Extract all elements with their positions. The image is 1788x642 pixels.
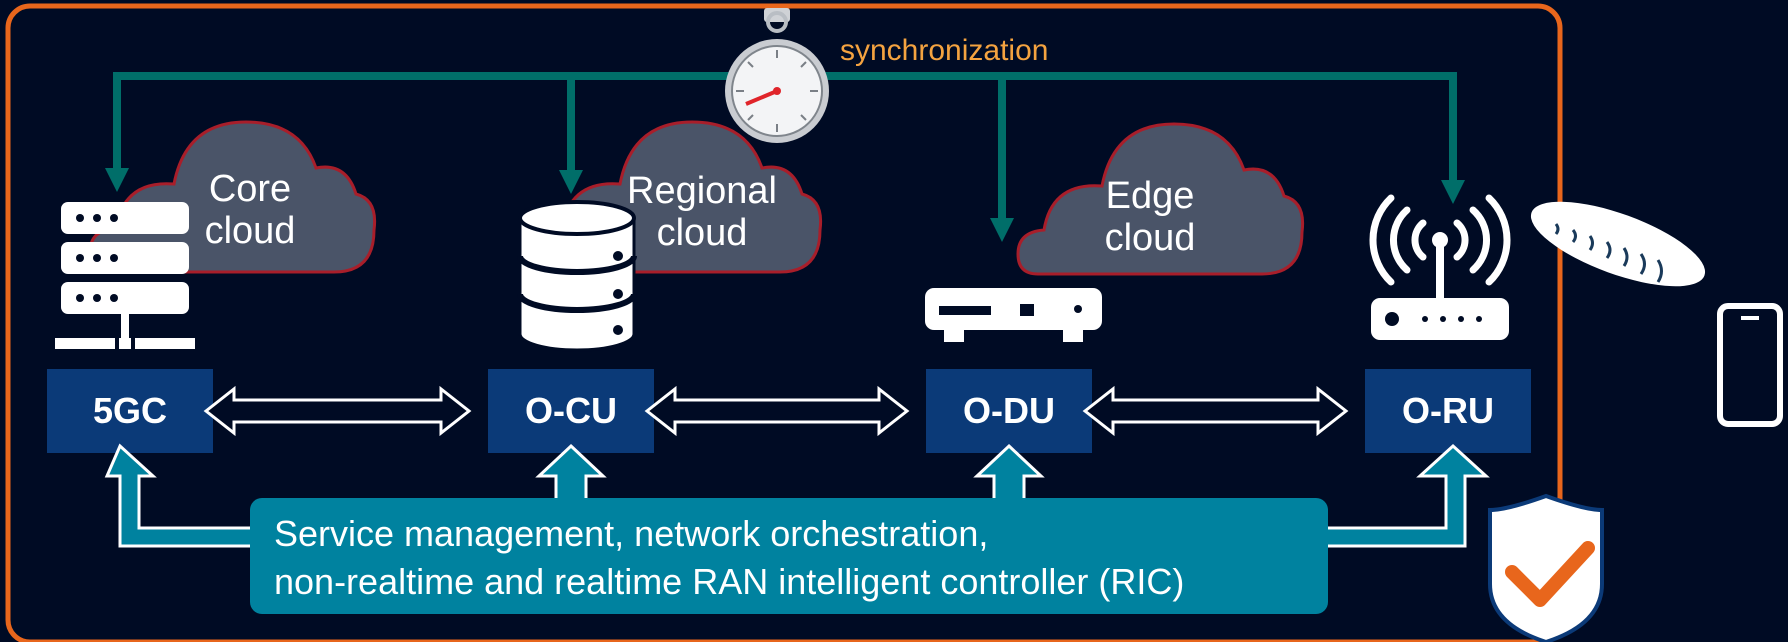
server-rack-icon: [55, 202, 195, 349]
regional-cloud-line1: Regional: [627, 170, 777, 212]
node-label-o-du: O-DU: [963, 390, 1055, 431]
core-cloud-label: Core cloud: [150, 168, 350, 252]
orange-frame: [5, 3, 1563, 642]
edge-cloud-line1: Edge: [1105, 175, 1195, 217]
regional-cloud-label: Regional cloud: [602, 170, 802, 254]
node-label-5gc: 5GC: [92, 390, 168, 431]
link-arrows: [203, 385, 1349, 437]
core-cloud-shape: [88, 120, 377, 274]
sync-arrowheads: [105, 168, 1465, 242]
edge-cloud-line2: cloud: [1104, 217, 1196, 259]
core-cloud-line1: Core: [208, 168, 292, 210]
management-line2: non-realtime and realtime RAN intelligen…: [274, 561, 1185, 602]
database-icon: [517, 200, 637, 352]
wireless-router-icon: [1369, 194, 1511, 340]
o-ru-box: [1365, 369, 1531, 453]
link-arrow-ocu-odu: [644, 385, 910, 437]
regional-cloud-line2: cloud: [656, 212, 748, 254]
management-line1: Service management, network orchestratio…: [274, 513, 989, 554]
node-label-o-ru: O-RU: [1402, 390, 1494, 431]
management-box: [250, 498, 1328, 614]
5gc-box: [47, 369, 213, 453]
mgmt-arrow-oru: [1316, 443, 1490, 548]
set-top-box-icon: [925, 288, 1102, 342]
mgmt-arrow-5gc: [104, 443, 256, 548]
management-text: Service management, network orchestratio…: [274, 510, 1184, 606]
synchronization-label: synchronization: [840, 34, 1049, 67]
core-cloud-line2: cloud: [204, 210, 296, 252]
security-shield-check-icon: [1488, 493, 1604, 642]
node-label-o-cu: O-CU: [525, 390, 617, 431]
stopwatch-icon: [725, 8, 829, 143]
radio-beam-icon: [1530, 201, 1706, 287]
smartphone-icon: [1717, 303, 1783, 427]
edge-cloud-shape: [1016, 122, 1305, 276]
link-arrow-5gc-ocu: [203, 385, 472, 437]
o-cu-box: [488, 369, 654, 453]
edge-cloud-label: Edge cloud: [1050, 175, 1250, 259]
link-arrow-odu-oru: [1082, 385, 1349, 437]
o-du-box: [926, 369, 1092, 453]
